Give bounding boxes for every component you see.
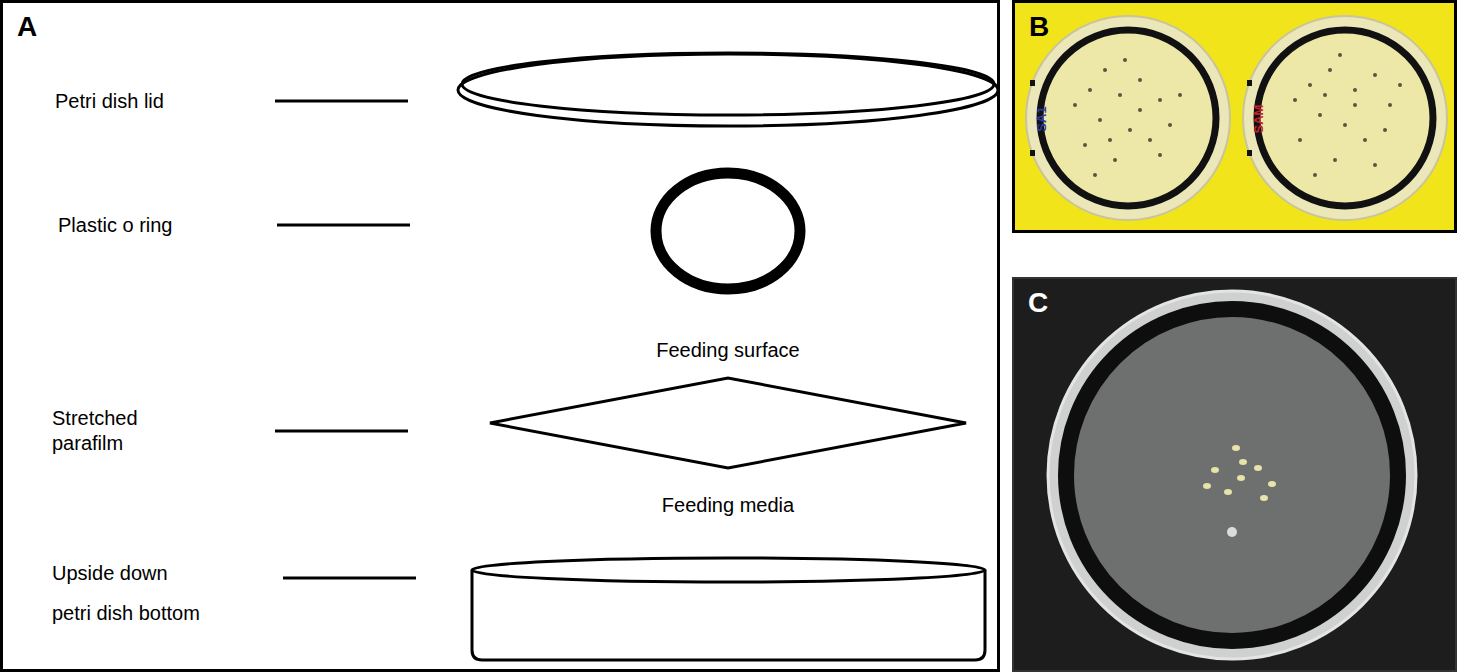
part-label: Stretched parafilm xyxy=(52,406,162,456)
part-label: Feeding media xyxy=(618,493,838,517)
dish-tag: SA1 xyxy=(1034,99,1050,139)
part-label: Plastic o ring xyxy=(58,213,258,237)
panel-letter: B xyxy=(1029,11,1049,43)
part-label: Feeding surface xyxy=(618,338,838,362)
panel-c: C xyxy=(1012,277,1457,672)
panel-b: B xyxy=(1012,0,1457,233)
part-label: Petri dish lid xyxy=(55,89,255,113)
dish-tag: SAM xyxy=(1251,99,1267,139)
part-label: Upside down petri dish bottom xyxy=(52,553,205,633)
panel-letter: C xyxy=(1028,287,1048,319)
panel-letter: A xyxy=(17,11,37,43)
